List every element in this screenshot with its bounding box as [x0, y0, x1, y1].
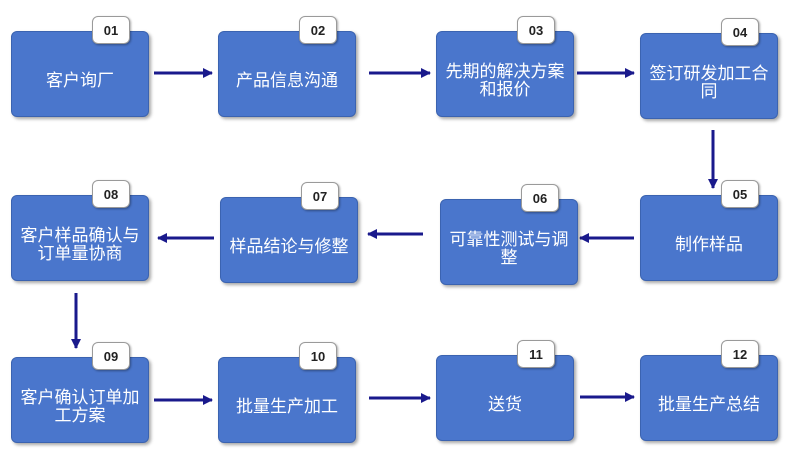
step-04: 04 签订研发加工合同: [640, 18, 778, 119]
step-number-badge: 09: [92, 342, 130, 370]
step-number-badge: 11: [517, 340, 555, 368]
step-label: 可靠性测试与调整: [449, 230, 569, 268]
step-10: 10 批量生产加工: [218, 342, 356, 443]
step-03: 03 先期的解决方案和报价: [436, 16, 574, 117]
step-number-badge: 02: [299, 16, 337, 44]
step-number-badge: 01: [92, 16, 130, 44]
step-number-badge: 07: [301, 182, 339, 210]
step-number-badge: 04: [721, 18, 759, 46]
step-label: 签订研发加工合同: [649, 64, 769, 102]
step-02: 02 产品信息沟通: [218, 16, 356, 117]
step-06: 06 可靠性测试与调整: [440, 184, 578, 285]
step-05: 05 制作样品: [640, 180, 778, 281]
step-label: 客户询厂: [46, 71, 114, 91]
step-01: 01 客户询厂: [11, 16, 149, 117]
step-number-badge: 12: [721, 340, 759, 368]
step-label: 客户确认订单加工方案: [20, 388, 140, 426]
step-label: 批量生产总结: [658, 395, 760, 415]
step-08: 08 客户样品确认与订单量协商: [11, 180, 149, 281]
step-09: 09 客户确认订单加工方案: [11, 342, 149, 443]
step-12: 12 批量生产总结: [640, 340, 778, 441]
step-number-badge: 05: [721, 180, 759, 208]
step-11: 11 送货: [436, 340, 574, 441]
step-label: 送货: [488, 395, 522, 415]
step-label: 客户样品确认与订单量协商: [20, 226, 140, 264]
step-label: 样品结论与修整: [229, 237, 349, 257]
step-label: 批量生产加工: [236, 397, 338, 417]
step-number-badge: 03: [517, 16, 555, 44]
step-07: 07 样品结论与修整: [220, 182, 358, 283]
step-label: 先期的解决方案和报价: [445, 62, 565, 100]
step-number-badge: 08: [92, 180, 130, 208]
step-label: 制作样品: [675, 235, 743, 255]
step-number-badge: 10: [299, 342, 337, 370]
step-label: 产品信息沟通: [236, 71, 338, 91]
step-number-badge: 06: [521, 184, 559, 212]
